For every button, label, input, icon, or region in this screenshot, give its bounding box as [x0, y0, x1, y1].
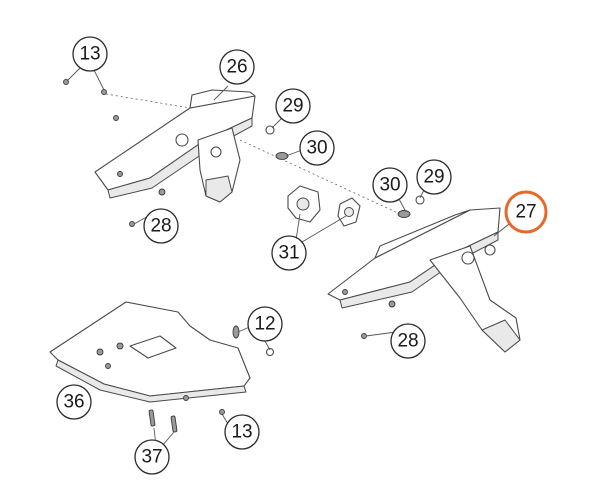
- callout-label: 29: [282, 96, 303, 117]
- callout-37[interactable]: 37: [134, 439, 170, 475]
- callout-label: 28: [397, 331, 418, 352]
- callout-12[interactable]: 12: [247, 306, 283, 342]
- callout-label: 37: [141, 447, 162, 468]
- washer-29-left: [265, 125, 275, 135]
- callout-label: 13: [231, 422, 252, 443]
- callout-label: 28: [150, 216, 171, 237]
- callout-13-bottom[interactable]: 13: [224, 414, 260, 450]
- bolt-28-left-b: [129, 221, 135, 227]
- callout-28-left[interactable]: 28: [143, 208, 179, 244]
- callout-29-left[interactable]: 29: [275, 88, 311, 124]
- nut-12: [265, 347, 275, 357]
- callout-30-right[interactable]: 30: [372, 167, 408, 203]
- callout-label: 12: [254, 314, 275, 335]
- spring-30-right: [397, 210, 411, 218]
- callout-label: 29: [423, 167, 444, 188]
- footrest-bracket-right[interactable]: [327, 207, 521, 353]
- callout-label: 27: [515, 202, 536, 223]
- callout-30-left[interactable]: 30: [299, 130, 335, 166]
- callout-28-right[interactable]: 28: [390, 323, 426, 359]
- screw-13-c: [113, 115, 119, 121]
- callout-label: 36: [63, 392, 84, 413]
- callout-label: 13: [79, 44, 100, 65]
- callout-label: 30: [306, 138, 327, 159]
- callout-label: 31: [278, 243, 299, 264]
- bolt-28-right-b: [361, 333, 367, 339]
- callout-label: 30: [379, 175, 400, 196]
- callout-29-right[interactable]: 29: [416, 159, 452, 195]
- callout-27-highlighted[interactable]: 27: [504, 190, 548, 234]
- screw-13-d: [183, 395, 189, 401]
- footrest-bracket-left[interactable]: [94, 89, 256, 203]
- callout-label: 26: [226, 57, 247, 78]
- bolt-28-right: [388, 300, 396, 308]
- screw-13-b: [101, 89, 107, 95]
- spring-clip-part[interactable]: [287, 185, 361, 227]
- callout-13-top[interactable]: 13: [72, 36, 108, 72]
- pin-37-a: [148, 409, 156, 427]
- screw-13-a: [63, 79, 69, 85]
- callout-26[interactable]: 26: [219, 49, 255, 85]
- cover-plate[interactable]: [49, 301, 251, 403]
- pin-37-b: [170, 415, 178, 433]
- callout-36[interactable]: 36: [56, 384, 92, 420]
- washer-29-right: [415, 195, 425, 205]
- screw-13-e: [219, 409, 225, 415]
- bolt-28-left: [158, 188, 166, 196]
- callout-31[interactable]: 31: [271, 235, 307, 271]
